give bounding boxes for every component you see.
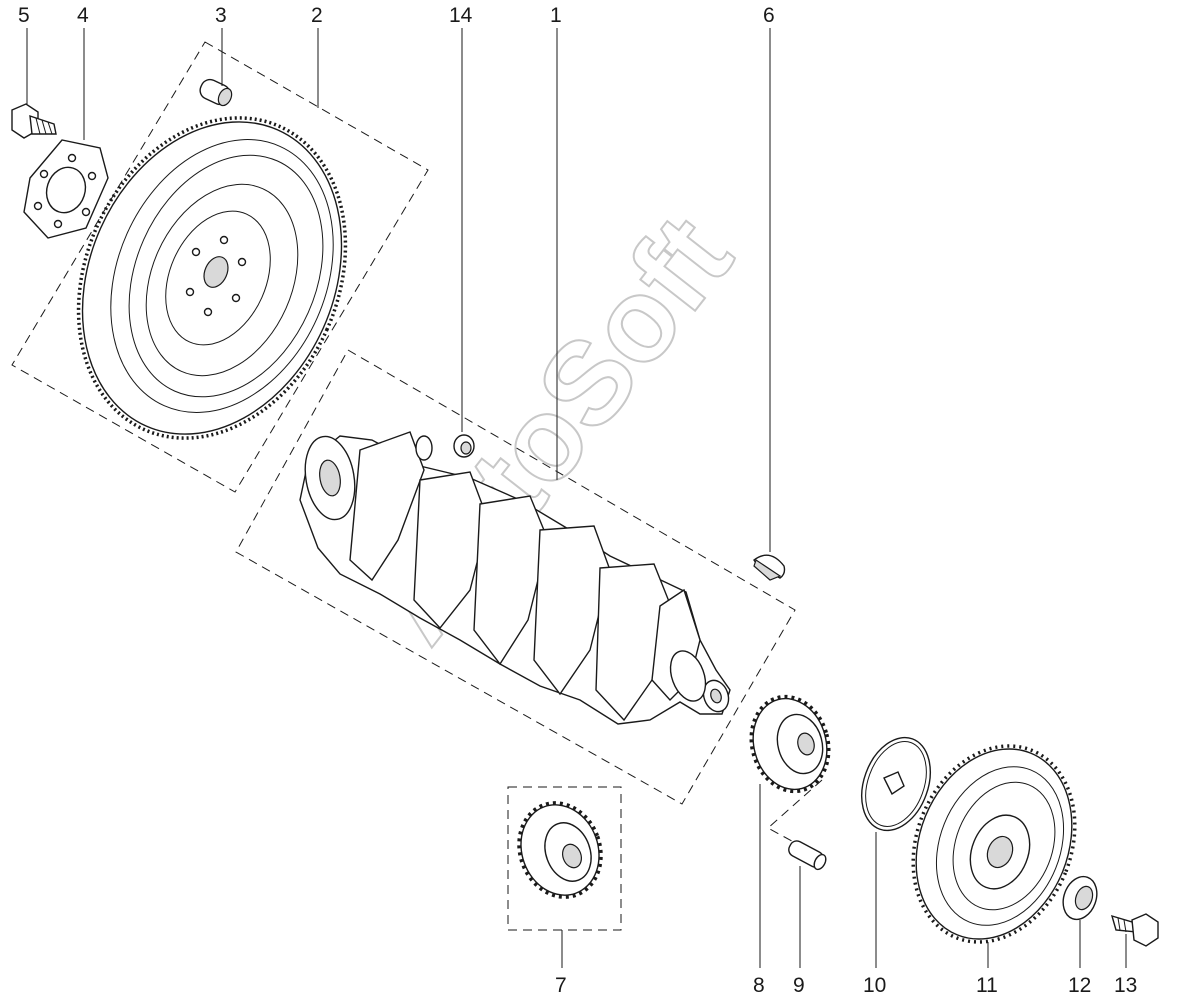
callout-5: 5: [18, 4, 30, 27]
flywheel-part-2: [76, 116, 348, 440]
bolt-part-5: [11, 103, 57, 139]
bolt-part-13: [1110, 913, 1159, 947]
callout-1: 1: [550, 4, 562, 27]
washer-part-10: [861, 736, 931, 832]
flange-plate-part-4: [23, 139, 109, 239]
callout-8: 8: [753, 974, 765, 997]
woodruff-key-part-6: [753, 554, 786, 581]
callout-4: 4: [77, 4, 89, 27]
pin-part-9: [788, 840, 827, 871]
callout-13: 13: [1114, 974, 1137, 997]
leader-lines: [26, 28, 1127, 968]
sprocket-part-8: [749, 694, 831, 794]
sprocket-group-outline: [507, 786, 622, 931]
callout-9: 9: [793, 974, 805, 997]
callout-3: 3: [215, 4, 227, 27]
pulley-part-11: [911, 744, 1077, 944]
dowel-pin-part-3: [199, 78, 233, 107]
bushing-part-14: [453, 434, 475, 458]
callout-11: 11: [976, 974, 998, 997]
flywheel-group-outline: [11, 41, 429, 493]
sprocket-part-7: [517, 801, 603, 899]
callout-6: 6: [763, 4, 775, 27]
callout-2: 2: [311, 4, 323, 27]
callout-14: 14: [449, 4, 473, 27]
callout-7: 7: [555, 974, 567, 997]
washer-part-12: [1062, 875, 1098, 921]
crankshaft-group-outline: [235, 349, 796, 805]
crankshaft-part-1: [299, 431, 731, 725]
callout-10: 10: [863, 974, 886, 997]
callout-12: 12: [1068, 974, 1091, 997]
